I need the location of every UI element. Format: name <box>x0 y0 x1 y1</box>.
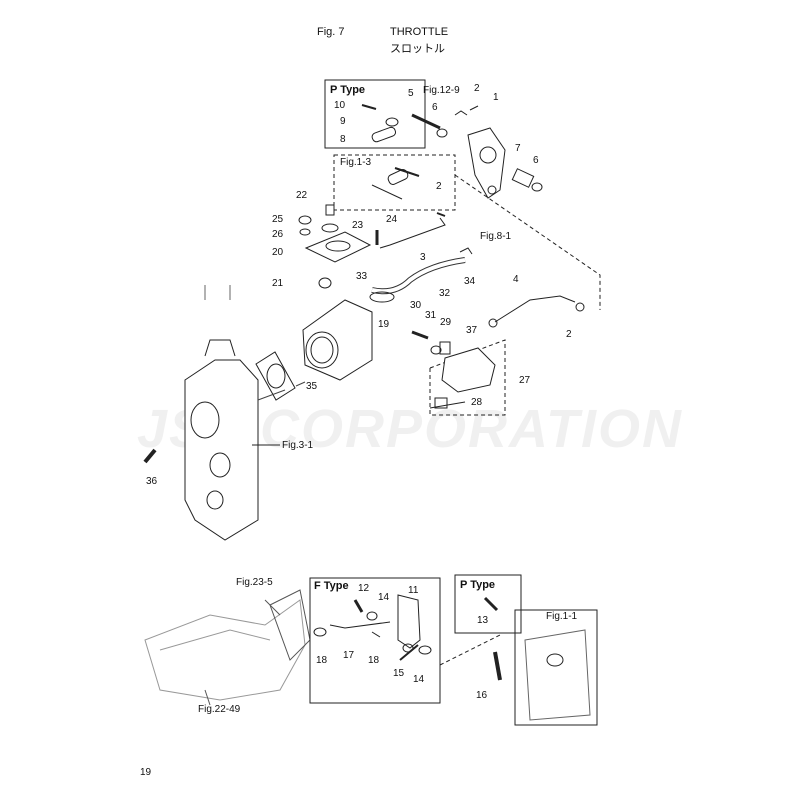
part-23: 23 <box>352 220 364 231</box>
part-1: 1 <box>493 92 499 103</box>
part-8: 8 <box>340 134 346 145</box>
cylinder-block <box>184 359 259 541</box>
throttle-body <box>302 299 373 381</box>
part-35: 35 <box>306 381 318 392</box>
p-type-label-top: P Type <box>330 84 366 96</box>
part-25: 25 <box>272 214 284 225</box>
fig1-1-box <box>514 609 598 726</box>
part-19: 19 <box>378 319 390 330</box>
part-32: 32 <box>439 288 451 299</box>
bolt5 <box>411 113 441 130</box>
ref-fig3-1: Fig.3-1 <box>282 440 314 451</box>
bracket20 <box>304 231 372 263</box>
part-21: 21 <box>272 278 284 289</box>
part-27: 27 <box>519 375 531 386</box>
part-18: 18 <box>368 655 380 666</box>
part-24: 24 <box>386 214 398 225</box>
p-type-box-top <box>324 79 426 149</box>
part-4: 4 <box>513 274 519 285</box>
part-36: 36 <box>146 476 158 487</box>
f-type-label: F Type <box>314 580 349 592</box>
part-11: 11 <box>408 585 419 596</box>
fig1-3-dashed-region <box>333 154 456 211</box>
part-13: 13 <box>477 615 489 626</box>
lower-engine-sketch <box>144 599 306 701</box>
part-17: 17 <box>343 650 355 661</box>
f-type-box <box>309 577 441 704</box>
part-3: 3 <box>420 252 426 263</box>
part-37: 37 <box>466 325 478 336</box>
part-14: 14 <box>413 674 425 685</box>
part-28: 28 <box>471 397 483 408</box>
part-9: 9 <box>340 116 346 127</box>
part-30: 30 <box>410 300 422 311</box>
ref-fig23-5: Fig.23-5 <box>236 577 273 588</box>
part-22: 22 <box>296 190 308 201</box>
part27-dashed-box <box>429 339 506 416</box>
ref-fig8-1: Fig.8-1 <box>480 231 512 242</box>
part-20: 20 <box>272 247 284 258</box>
part-16: 16 <box>476 690 488 701</box>
ref-fig12-9: Fig.12-9 <box>423 85 460 96</box>
gasket35 <box>255 351 296 401</box>
ref-fig22-49: Fig.22-49 <box>198 704 241 715</box>
part-2: 2 <box>474 83 480 94</box>
part-18: 18 <box>316 655 328 666</box>
part-31: 31 <box>425 310 437 321</box>
part-34: 34 <box>464 276 476 287</box>
part-15: 15 <box>393 668 405 679</box>
figure-title-japanese: スロットル <box>390 43 445 55</box>
sensor-assembly <box>441 347 496 393</box>
p-type-box-bottom <box>454 574 522 634</box>
part-26: 26 <box>272 229 284 240</box>
part-2: 2 <box>436 181 442 192</box>
part-12: 12 <box>358 583 370 594</box>
part-5: 5 <box>408 88 414 99</box>
part-6: 6 <box>432 102 438 113</box>
part-10: 10 <box>334 100 346 111</box>
figure-number: Fig. 7 <box>317 26 345 38</box>
ref-fig1-1: Fig.1-1 <box>546 611 578 622</box>
part-14: 14 <box>378 592 390 603</box>
part-2: 2 <box>566 329 572 340</box>
ref-fig1-3: Fig.1-3 <box>340 157 372 168</box>
part-7: 7 <box>515 143 521 154</box>
part-33: 33 <box>356 271 368 282</box>
page-number: 19 <box>140 767 152 778</box>
figure-title: THROTTLE <box>390 26 449 38</box>
part-29: 29 <box>440 317 452 328</box>
part-6: 6 <box>533 155 539 166</box>
p-type-label-bottom: P Type <box>460 579 496 591</box>
